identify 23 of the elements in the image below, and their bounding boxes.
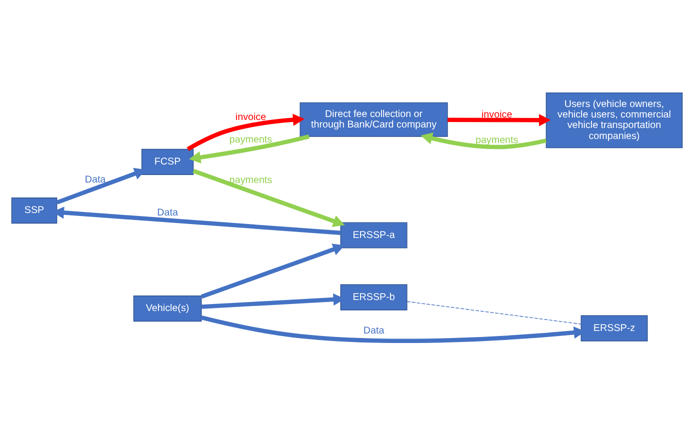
arrow <box>420 132 547 150</box>
edge-label: Data <box>84 174 106 186</box>
edge-label: Data <box>363 325 384 336</box>
edge-label: invoice <box>235 112 266 123</box>
arrow <box>189 134 310 164</box>
node-box: FCSP <box>141 148 194 175</box>
node-box: ERSSP-a <box>340 222 408 248</box>
node-box: SSP <box>11 198 58 224</box>
node-box: ERSSP-z <box>580 315 648 342</box>
node-box: Direct fee collection or through Bank/Card company <box>300 102 448 137</box>
edge-label: Data <box>157 208 178 219</box>
connector <box>406 301 582 324</box>
arrow <box>448 114 551 126</box>
arrow <box>192 168 345 227</box>
arrow <box>200 244 345 299</box>
node-box: Users (vehicle owners, vehicle users, commercial vehicle transportation companies) <box>546 92 683 148</box>
node-box: Vehicle(s) <box>133 296 202 322</box>
arrow <box>186 114 305 152</box>
edge-label: payments <box>229 175 272 186</box>
node-box: ERSSP-b <box>340 284 408 310</box>
edge-label: payments <box>229 134 272 146</box>
edge-label: invoice <box>481 110 512 121</box>
edge-label: payments <box>475 135 518 146</box>
